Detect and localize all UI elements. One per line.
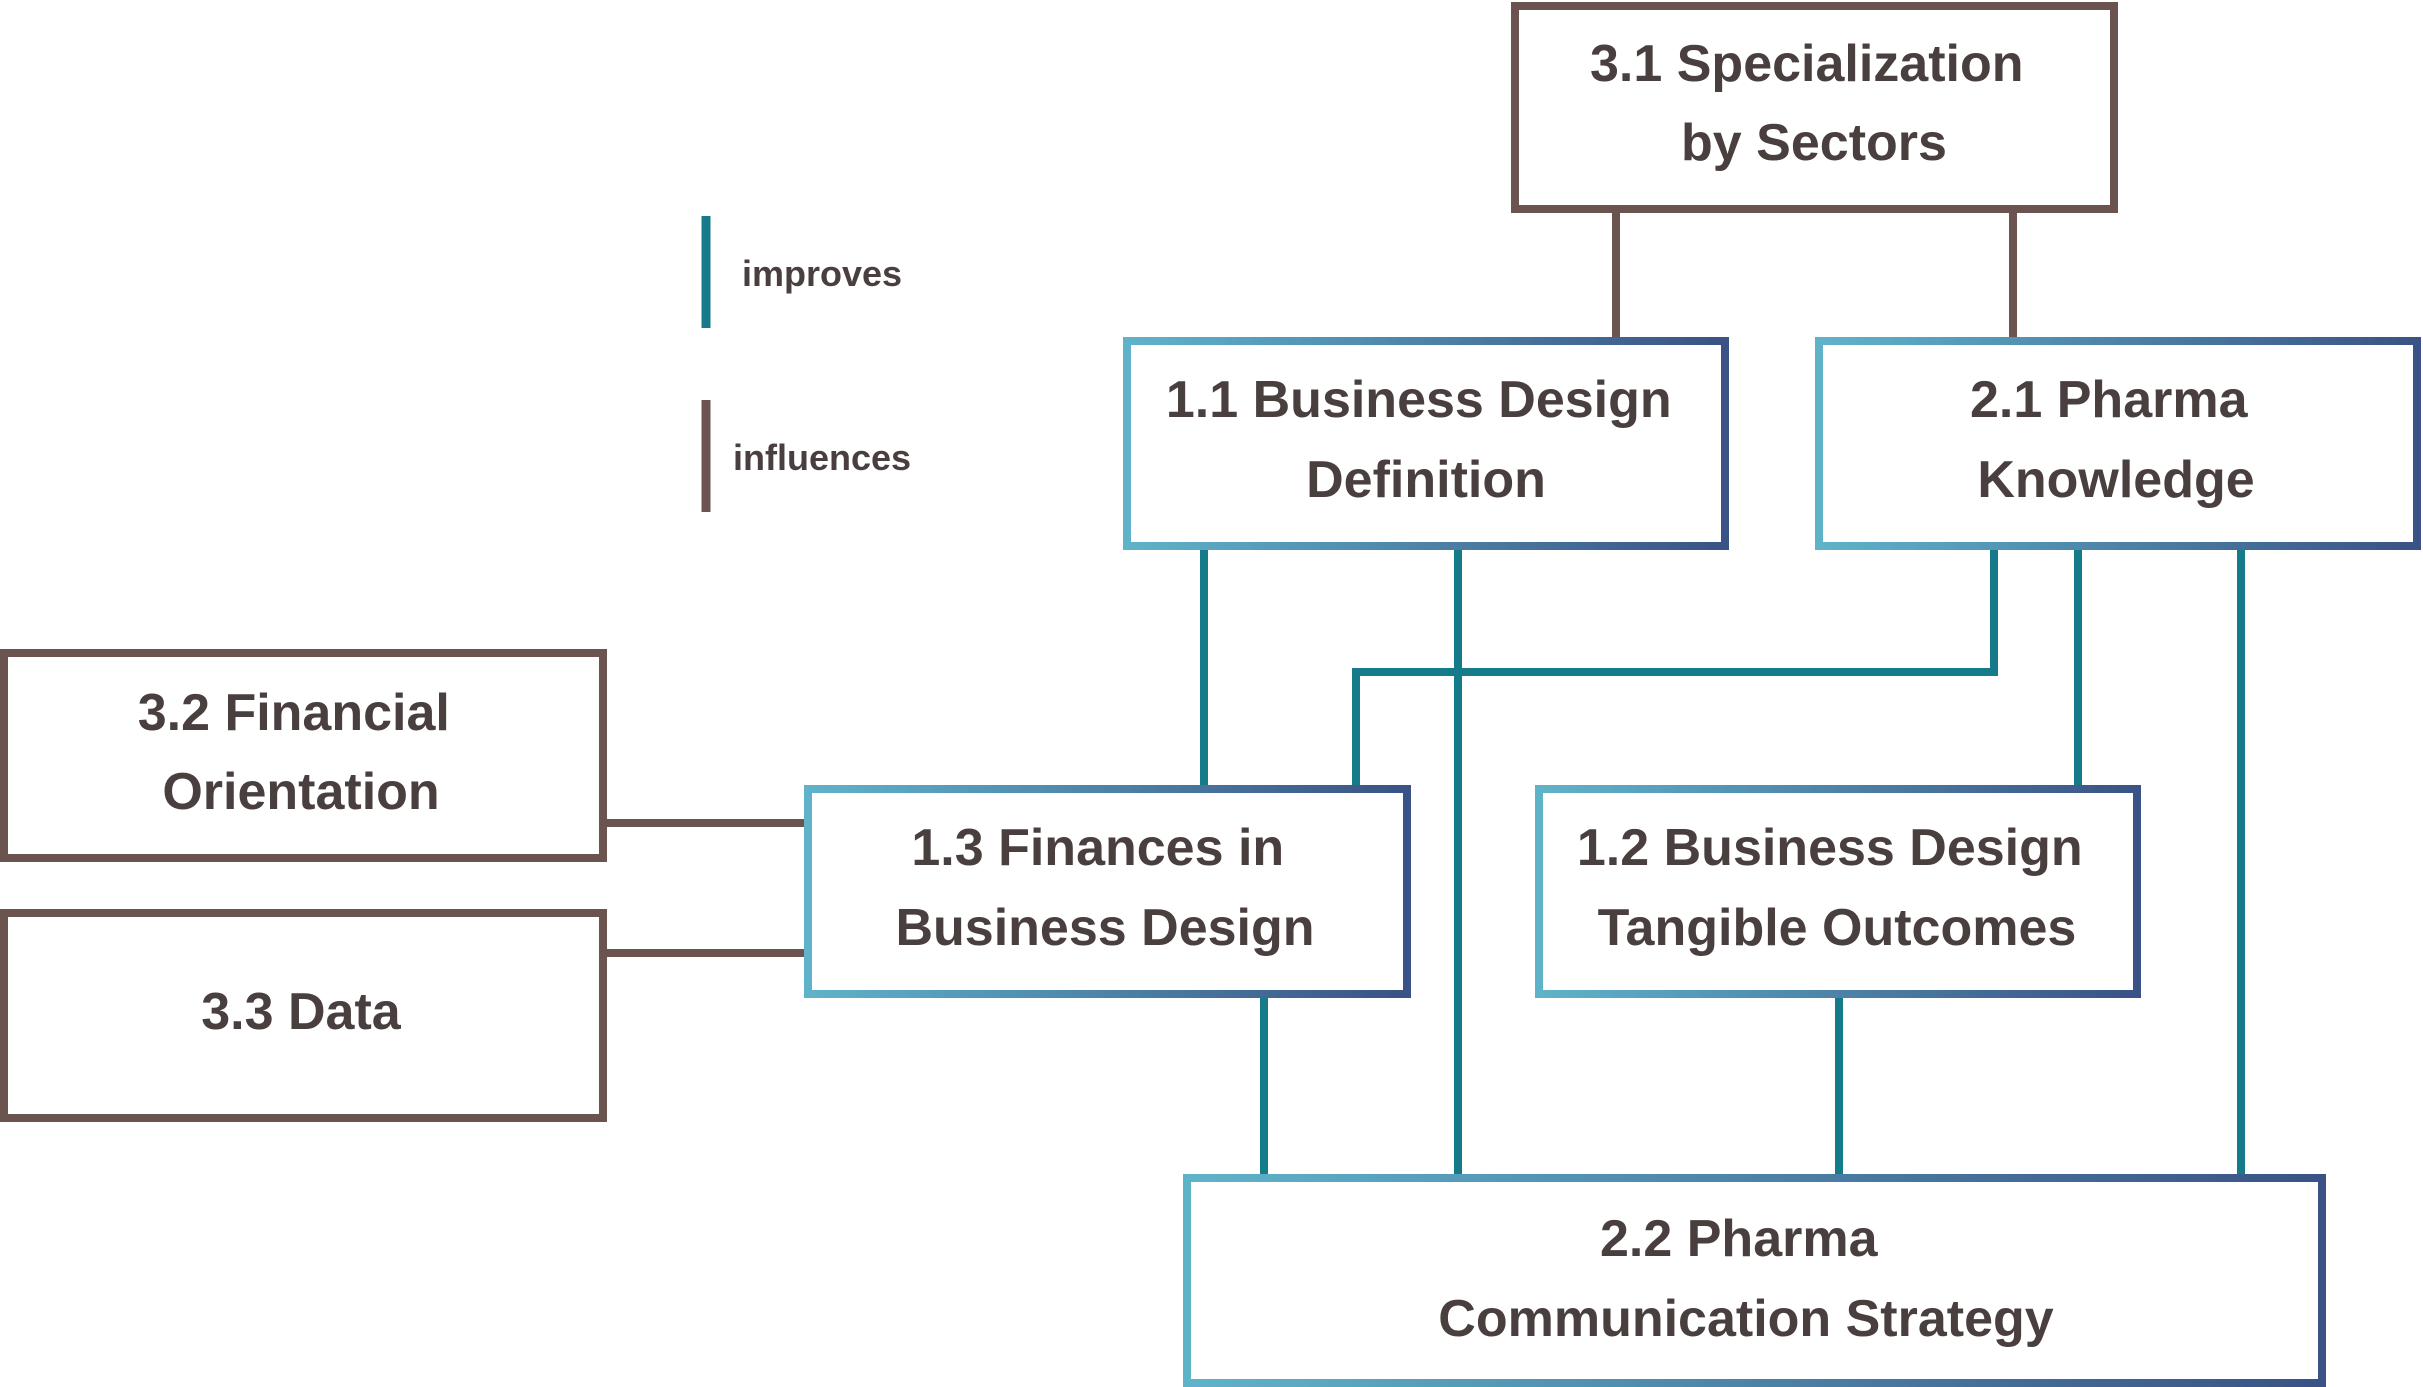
node-1-1-line-1: 1.1 Business Design (1166, 371, 1672, 429)
node-2-1-box (1815, 337, 2421, 550)
node-3-2-line-1: 3.2 Financial (138, 684, 450, 742)
node-3-1-specialization-by-sectors: 3.1 Specialization by Sectors (1511, 2, 2118, 213)
node-2-2-line-1: 2.2 Pharma (1600, 1210, 1879, 1268)
node-1-1-box (1123, 337, 1729, 550)
node-2-2-line-2: Communication Strategy (1438, 1290, 2053, 1348)
node-3-2-box (0, 649, 607, 862)
node-1-2-line-1: 1.2 Business Design (1577, 819, 2083, 877)
node-3-2-label: 3.2 Financial Orientation (138, 684, 465, 821)
node-3-3-line-1: 3.3 Data (201, 983, 402, 1041)
node-1-3-label: 1.3 Finances in Business Design (895, 819, 1314, 957)
node-3-1-box (1511, 2, 2118, 213)
influences-connectors (603, 210, 2017, 957)
node-1-3-finances-in-business-design: 1.3 Finances in Business Design (804, 785, 1411, 998)
node-3-1-line-1: 3.1 Specialization (1590, 35, 2024, 93)
node-2-1-line-2: Knowledge (1977, 451, 2254, 509)
node-1-3-line-2: Business Design (895, 899, 1314, 957)
node-3-3-box (0, 909, 607, 1122)
node-3-1-line-2: by Sectors (1681, 114, 1947, 172)
node-1-1-business-design-definition: 1.1 Business Design Definition (1123, 337, 1729, 550)
node-2-2-pharma-communication-strategy: 2.2 Pharma Communication Strategy (1183, 1174, 2326, 1387)
node-1-3-line-1: 1.3 Finances in (911, 819, 1284, 877)
node-1-3-box (804, 785, 1411, 998)
node-2-1-line-1: 2.1 Pharma (1970, 371, 2249, 429)
edge-2-1-to-1-3 (1352, 546, 1998, 789)
node-1-1-label: 1.1 Business Design Definition (1166, 371, 1686, 509)
node-1-2-box (1535, 785, 2141, 998)
node-2-1-pharma-knowledge: 2.1 Pharma Knowledge (1815, 337, 2421, 550)
node-3-2-financial-orientation: 3.2 Financial Orientation (0, 649, 607, 862)
improves-connectors (1200, 546, 2245, 1178)
node-1-2-line-2: Tangible Outcomes (1598, 899, 2077, 957)
node-2-2-box (1183, 1174, 2326, 1387)
legend: improves influences (701, 216, 911, 512)
node-3-3-data: 3.3 Data (0, 909, 607, 1122)
node-1-2-business-design-tangible-outcomes: 1.2 Business Design Tangible Outcomes (1535, 785, 2141, 998)
node-3-3-label: 3.3 Data (201, 983, 402, 1041)
legend-influences-label: influences (733, 437, 911, 478)
legend-improves-label: improves (742, 253, 902, 294)
node-1-1-line-2: Definition (1306, 451, 1546, 509)
node-3-1-label: 3.1 Specialization by Sectors (1590, 35, 2038, 172)
node-3-2-line-2: Orientation (162, 763, 439, 821)
node-2-2-label: 2.2 Pharma Communication Strategy (1438, 1210, 2053, 1348)
node-2-1-label: 2.1 Pharma Knowledge (1970, 371, 2262, 509)
node-1-2-label: 1.2 Business Design Tangible Outcomes (1577, 819, 2097, 957)
